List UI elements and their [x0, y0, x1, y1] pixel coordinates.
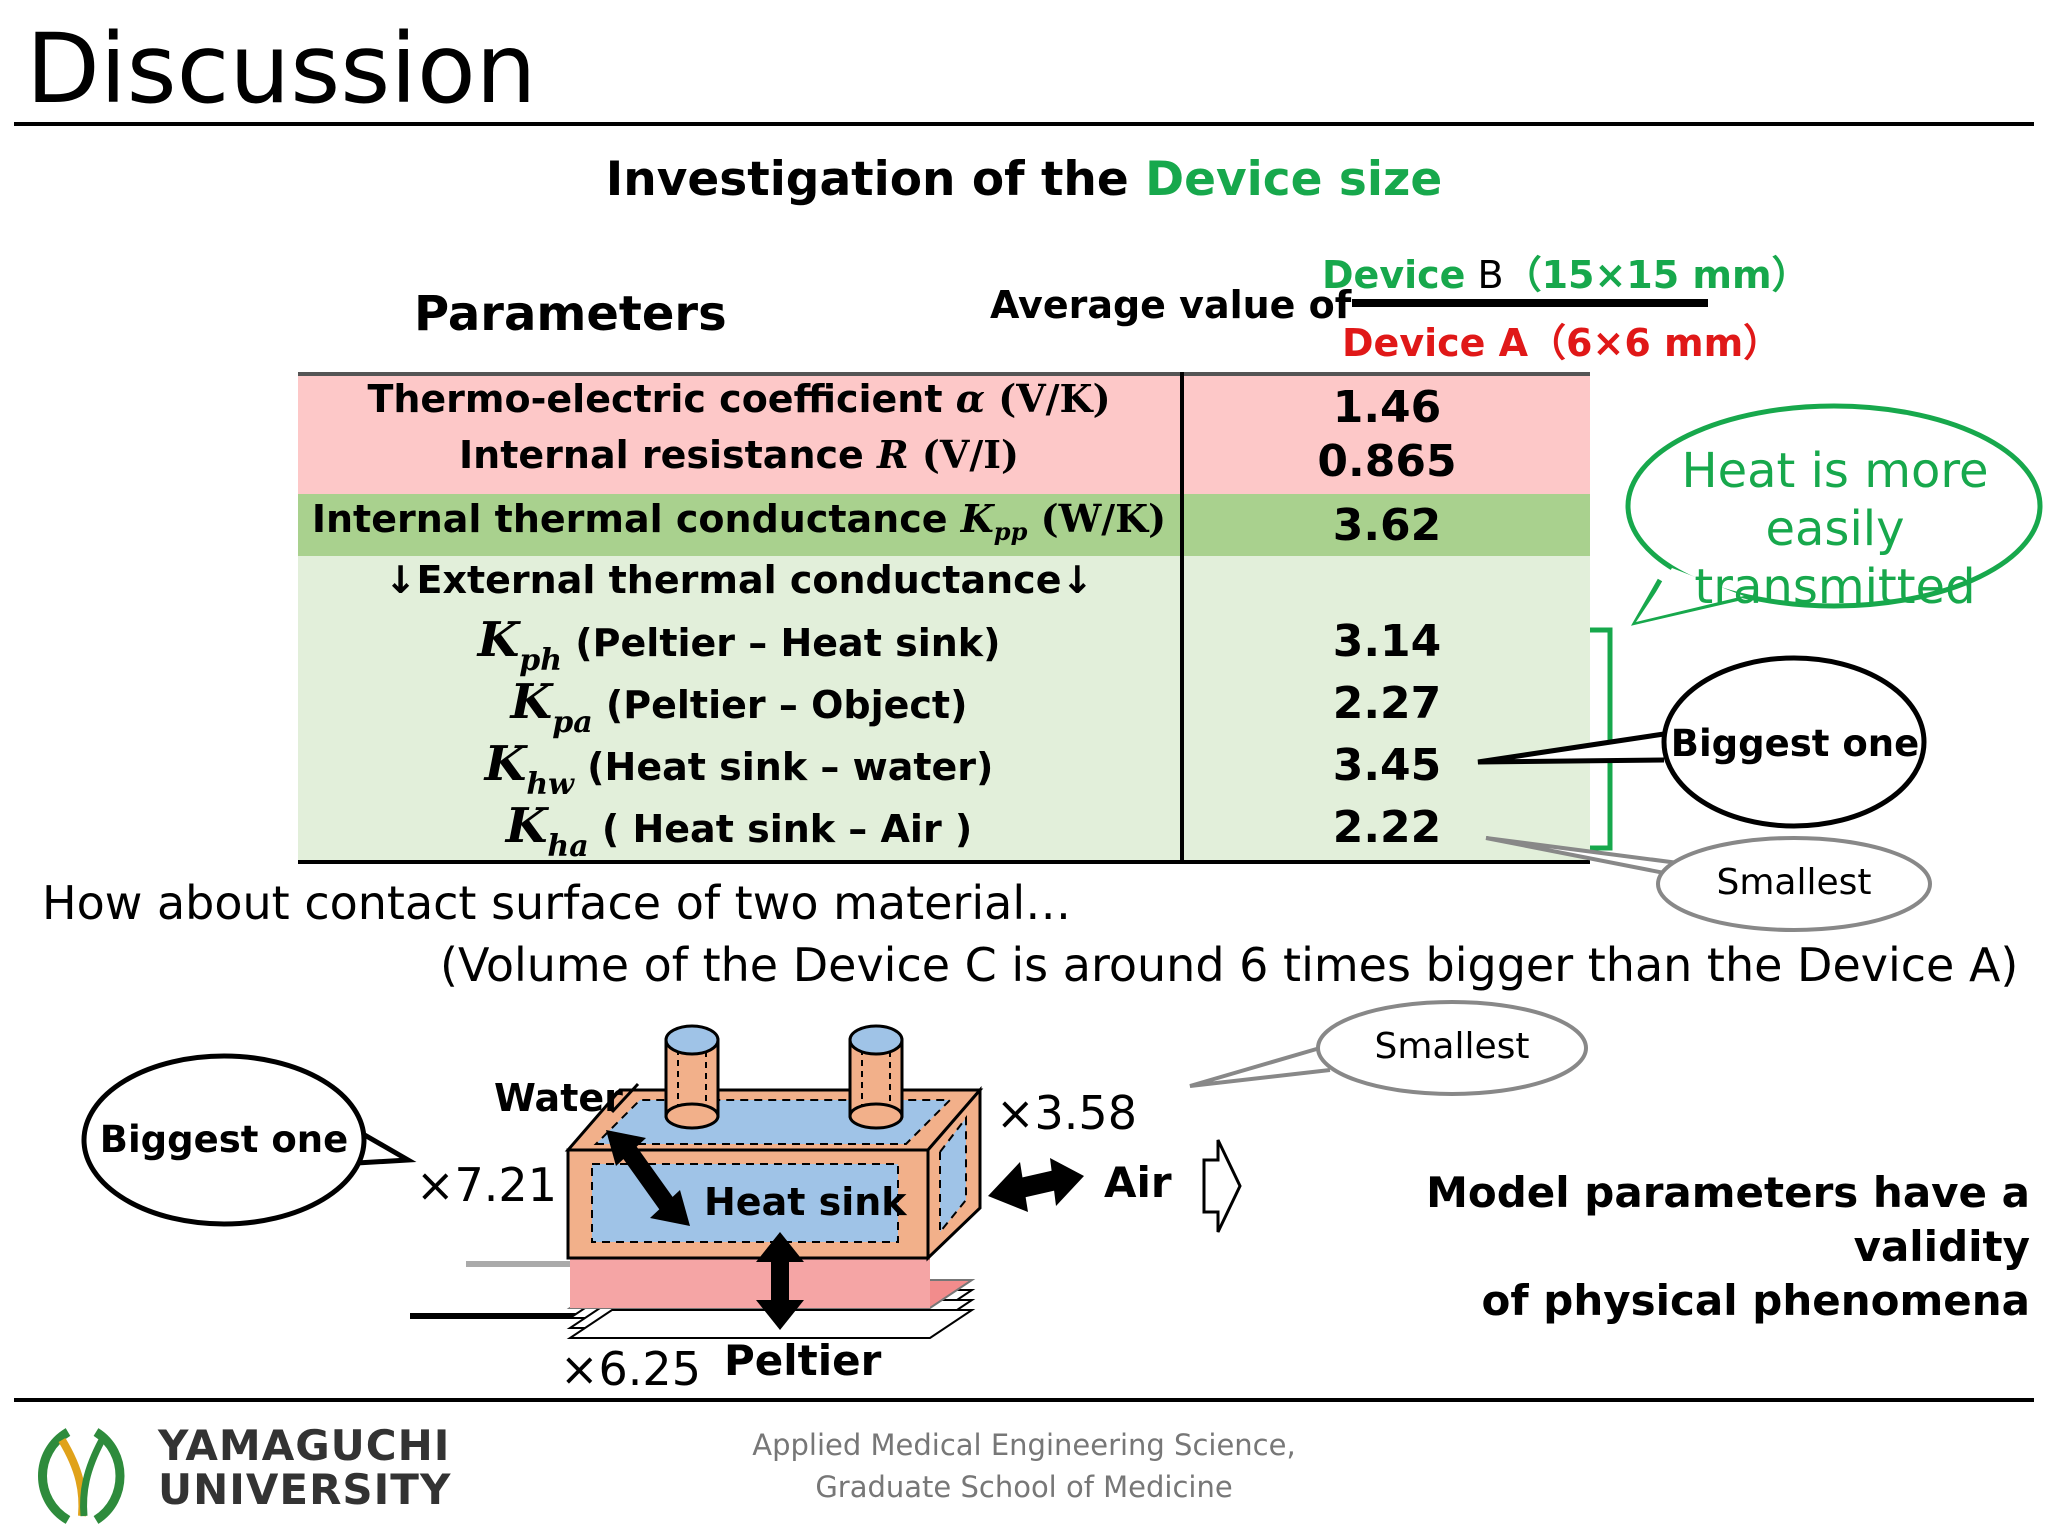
slide-subtitle: Investigation of the Device size: [0, 152, 2048, 207]
water-label: Water: [494, 1076, 623, 1120]
contact-question: How about contact surface of two materia…: [42, 876, 1072, 930]
footer-rule: [14, 1398, 2034, 1402]
peltier-label: Peltier: [724, 1336, 882, 1385]
conclusion-text: Model parameters have a validity of phys…: [1426, 1168, 2030, 1325]
band-external-thermal: [298, 556, 1590, 864]
table-row-value: 2.27: [1332, 678, 1442, 729]
heat-bubble: [1625, 403, 2043, 609]
smallest-right-tail: [1485, 836, 1691, 880]
peltier-arrow: [756, 1232, 804, 1330]
band-internal-thermal: [298, 494, 1590, 556]
table-row-label: Thermo-electric coefficient α (V/K): [367, 376, 1111, 421]
biggest-right-tail: [1477, 731, 1665, 765]
table-row-value: 3.14: [1332, 616, 1442, 667]
title-rule: [14, 122, 2034, 126]
water-pipes: [664, 1024, 904, 1130]
biggest-one-callout-right: Biggest one: [1670, 722, 1920, 765]
table-divider: [1180, 372, 1184, 864]
table-row-label: Khw (Heat sink – water): [484, 736, 994, 802]
biggest-one-callout-left: Biggest one: [99, 1118, 349, 1161]
table-row-label: Kpa (Peltier – Object): [510, 674, 968, 740]
air-arrow: [988, 1158, 1084, 1212]
table-row-value: 3.62: [1332, 500, 1442, 551]
smallest-callout-diagram: Smallest: [1374, 1026, 1530, 1067]
numerator-device: Device: [1322, 253, 1466, 297]
implies-arrow-icon: [1202, 1139, 1242, 1233]
smallest-diagram-bubble: [1316, 1000, 1588, 1096]
slide-title: Discussion: [26, 13, 537, 125]
band-electrical: [298, 372, 1590, 494]
water-arrow: [606, 1130, 690, 1226]
table-row-value: 2.22: [1332, 802, 1442, 853]
fraction-bar: [1352, 299, 1708, 307]
biggest-right-bubble: [1661, 655, 1927, 829]
volume-note: (Volume of the Device C is around 6 time…: [440, 938, 2019, 992]
heat-sink-box: [564, 1085, 984, 1262]
biggest-left-bubble: [81, 1053, 367, 1227]
air-label: Air: [1104, 1158, 1172, 1207]
department-name: Applied Medical Engineering Science, Gra…: [752, 1428, 1296, 1504]
subtitle-highlight: Device size: [1145, 152, 1443, 207]
subtitle-prefix: Investigation of the: [605, 152, 1146, 207]
table-row-value: 0.865: [1317, 436, 1457, 487]
smallest-right-bubble: [1656, 836, 1932, 932]
table-row-label: Kha ( Heat sink – Air ): [505, 798, 973, 864]
external-conductance-heading: ↓External thermal conductance↓: [384, 558, 1094, 602]
table-row-value: 3.45: [1332, 740, 1442, 791]
table-bottom-line: [298, 860, 1590, 864]
smallest-diagram-tail: [1189, 1046, 1331, 1088]
table-row-label: Kph (Peltier – Heat sink): [477, 612, 1001, 678]
table-row-label: Internal resistance R (V/I): [459, 432, 1019, 477]
smallest-callout-right: Smallest: [1716, 862, 1872, 903]
parameter-table: Thermo-electric coefficient α (V/K) 1.46…: [298, 372, 1590, 864]
table-row-value: 1.46: [1332, 382, 1442, 433]
bracket-line: [1590, 627, 1613, 851]
heat-sink-label: Heat sink: [704, 1180, 907, 1224]
table-row-label: Internal thermal conductance Kpp (W/K): [311, 496, 1167, 546]
numerator-size: （15×15 mm）: [1503, 253, 1810, 297]
heat-transmit-callout: Heat is more easily transmitted: [1681, 443, 1989, 615]
university-name: YAMAGUCHI UNIVERSITY: [158, 1421, 452, 1514]
ratio-peltier: ×6.25: [560, 1342, 701, 1396]
ratio-water: ×7.21: [416, 1158, 557, 1212]
university-logo-icon: [38, 1428, 125, 1524]
average-value-label: Average value of: [990, 283, 1352, 327]
water-pointer: [610, 1082, 640, 1114]
ratio-numerator: Device B（15×15 mm）: [1322, 244, 1810, 299]
table-top-line: [298, 372, 1590, 376]
parameters-heading: Parameters: [414, 286, 727, 342]
numerator-letter: B: [1465, 253, 1504, 297]
ratio-denominator: Device A（6×6 mm）: [1342, 321, 1782, 365]
ratio-air: ×3.58: [996, 1086, 1137, 1140]
